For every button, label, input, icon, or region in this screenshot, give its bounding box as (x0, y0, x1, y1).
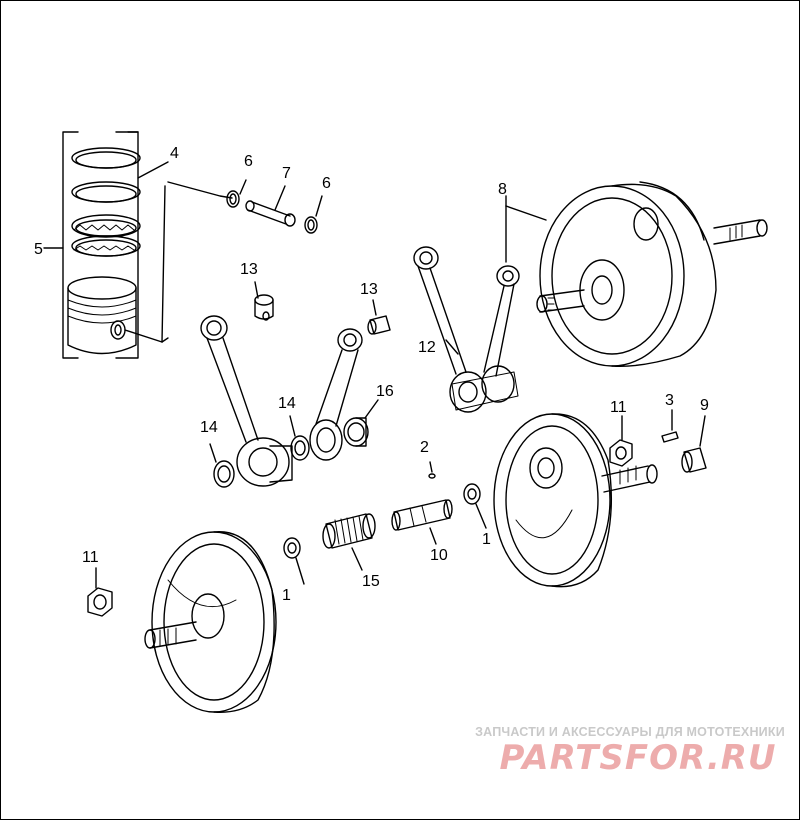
piston-ring (71, 147, 141, 169)
callout-2: 2 (420, 439, 429, 456)
callout-7: 7 (282, 165, 291, 182)
bearing-race (343, 399, 379, 447)
callout-16: 16 (376, 383, 394, 400)
callout-14: 14 (200, 419, 218, 436)
flywheel-nut (609, 415, 633, 467)
callout-1: 1 (282, 587, 291, 604)
callout-5: 5 (34, 241, 43, 258)
piston-ring (71, 181, 141, 203)
callout-15: 15 (362, 573, 380, 590)
thrust-washer (463, 483, 487, 529)
rod-bearing-washer (289, 415, 310, 461)
connecting-rod-fork (309, 328, 363, 461)
callout-10: 10 (430, 547, 448, 564)
callout-11: 11 (610, 399, 627, 416)
callout-13: 13 (360, 281, 378, 298)
rod-bearing-washer (209, 443, 235, 488)
leader-line (167, 181, 233, 199)
flywheel-left (144, 531, 277, 713)
connecting-rod (200, 315, 293, 487)
piston-pin (245, 185, 296, 227)
watermark-logo: PARTSFOR.RU (499, 738, 777, 778)
oil-control-ring (71, 214, 141, 257)
piston-pin-clip (226, 179, 247, 208)
callout-9: 9 (700, 397, 709, 414)
callout-12: 12 (418, 339, 436, 356)
leader-line (161, 185, 166, 343)
flywheel-nut (87, 567, 113, 617)
callout-6: 6 (244, 153, 253, 170)
watermark-tagline: ЗАПЧАСТИ И АКСЕССУАРЫ ДЛЯ МОТОТЕХНИКИ (475, 725, 785, 739)
callout-1: 1 (482, 531, 491, 548)
small-end-bushing (254, 281, 274, 321)
callout-13: 13 (240, 261, 258, 278)
woodruff-key (661, 409, 679, 443)
callout-6: 6 (322, 175, 331, 192)
callout-3: 3 (665, 392, 674, 409)
callout-11: 11 (82, 549, 99, 566)
flywheel-assembly (505, 181, 768, 367)
piston (67, 276, 169, 355)
callout-4: 4 (170, 145, 179, 162)
small-end-bushing (367, 299, 391, 335)
roller-bearing (322, 513, 376, 571)
shaft-bushing (681, 415, 707, 473)
crank-pin (391, 499, 453, 545)
flywheel-right (493, 413, 658, 588)
callout-8: 8 (498, 181, 507, 198)
connecting-rod-assembly (413, 246, 520, 413)
piston-pin-clip (304, 195, 323, 234)
piston-group-bracket (43, 131, 169, 359)
thrust-washer (283, 537, 305, 585)
callout-labels: 1 1 2 3 4 5 6 6 7 8 9 10 11 11 12 13 13 … (34, 145, 709, 604)
crank-pin-key (428, 461, 436, 479)
callout-14: 14 (278, 395, 296, 412)
